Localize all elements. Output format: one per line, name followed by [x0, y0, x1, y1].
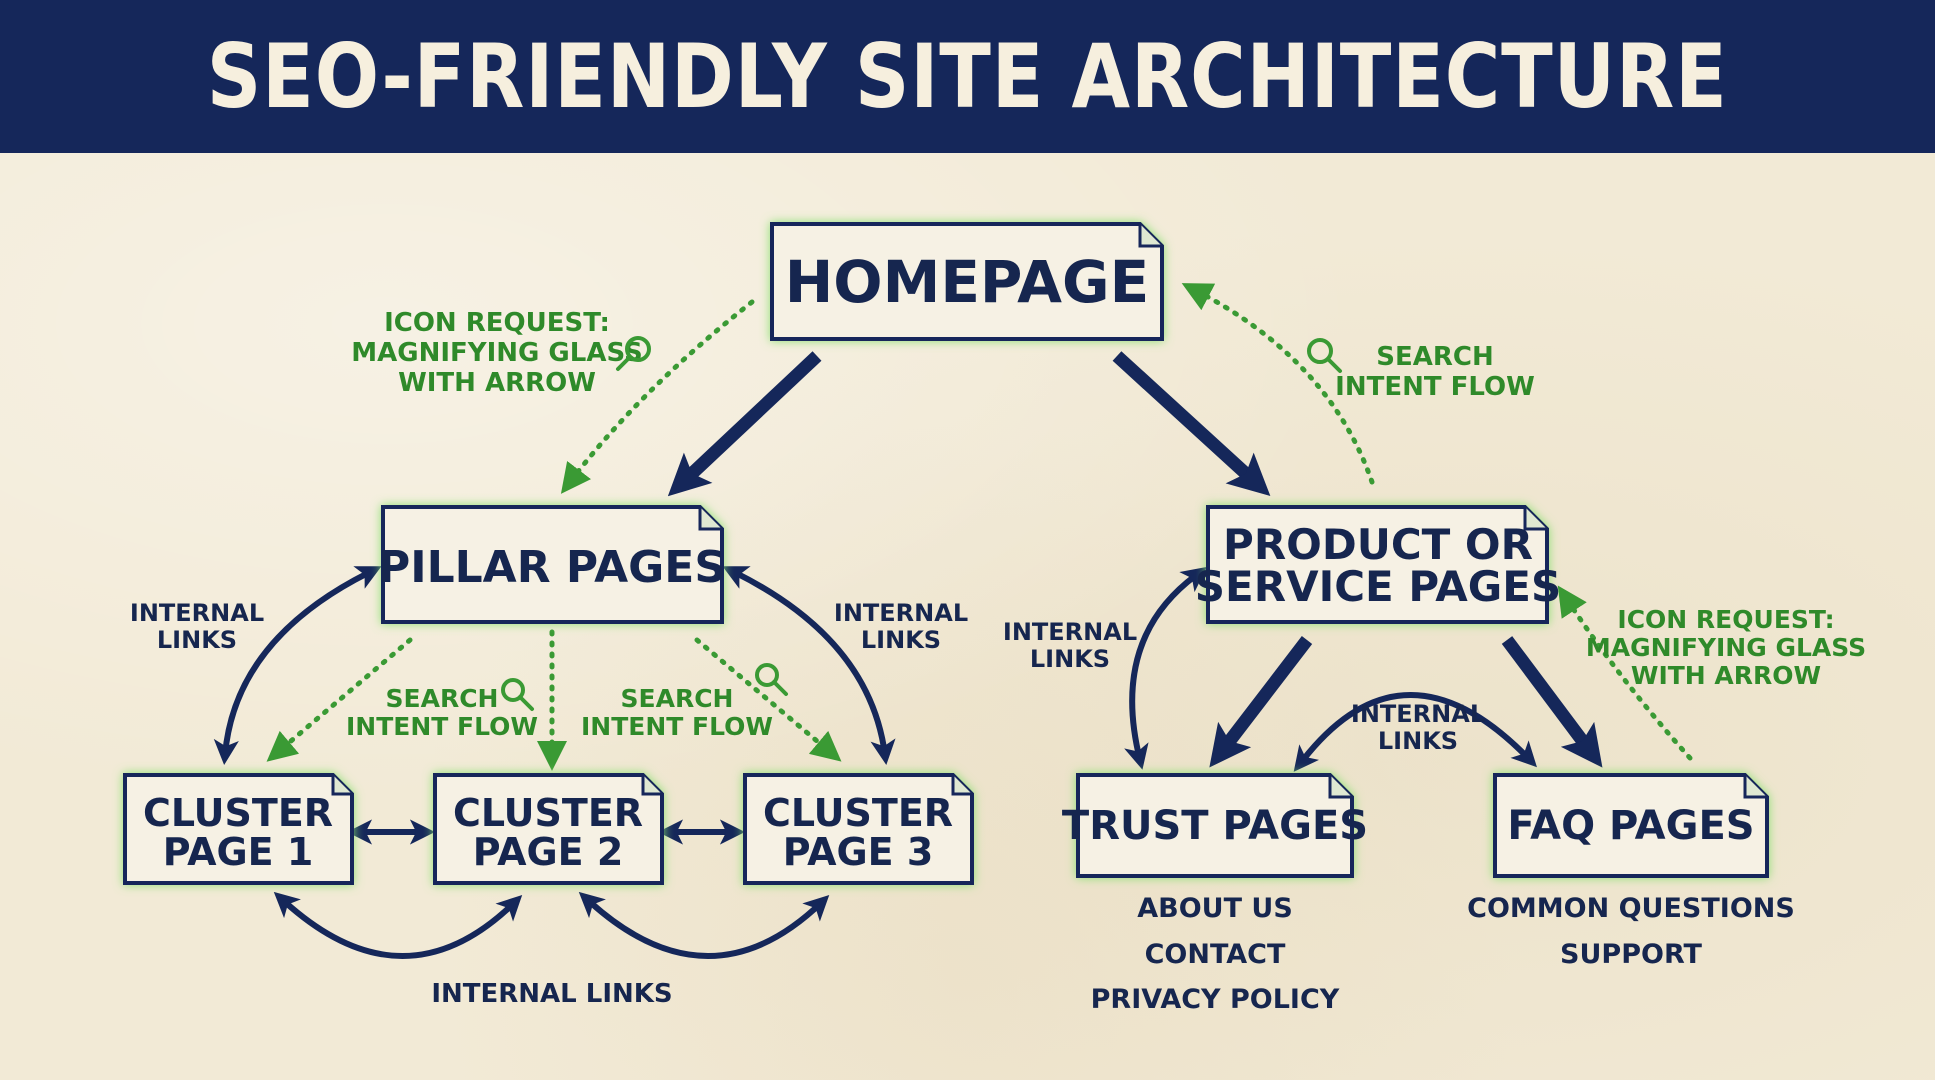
magnifying-glass-icon: [1307, 338, 1342, 373]
svg-text:SEARCH: SEARCH: [386, 684, 499, 713]
curve-cluster1-cluster2-bottom: [273, 891, 523, 959]
arrow-product-to-faq: [1501, 636, 1603, 768]
cluster2-label-line1: CLUSTER: [453, 791, 643, 835]
svg-text:INTERNAL: INTERNAL: [130, 599, 264, 627]
faq-pages-label: FAQ PAGES: [1507, 803, 1754, 849]
cluster2-label-line2: PAGE 2: [473, 830, 624, 874]
header-banner: SEO-FRIENDLY SITE ARCHITECTURE: [0, 0, 1935, 153]
node-faq-pages: FAQ PAGES: [1493, 773, 1769, 878]
search-intent-arrows: [266, 283, 1693, 771]
arrow-product-to-trust: [1209, 636, 1313, 768]
svg-text:INTENT FLOW: INTENT FLOW: [346, 712, 538, 741]
svg-text:ICON REQUEST:: ICON REQUEST:: [1617, 605, 1834, 634]
node-cluster-page-3: CLUSTER PAGE 3: [743, 773, 974, 885]
label-search-intent-top: SEARCH INTENT FLOW: [1335, 342, 1535, 402]
list-item: COMMON QUESTIONS: [1467, 893, 1795, 924]
node-homepage: HOMEPAGE: [770, 222, 1164, 341]
svg-text:SEARCH: SEARCH: [1376, 342, 1493, 372]
arrow-home-to-pillar: [667, 351, 822, 497]
node-pillar-pages: PILLAR PAGES: [378, 505, 726, 624]
node-product-service-pages: PRODUCT OR SERVICE PAGES: [1195, 505, 1561, 624]
dotted-home-to-pillar: [560, 299, 755, 494]
cluster3-label-line1: CLUSTER: [763, 791, 953, 835]
label-search-intent-mid2: SEARCH INTENT FLOW: [581, 684, 773, 741]
magnifying-glass-icon: [755, 663, 788, 696]
curve-trust-faq: [1293, 692, 1537, 772]
node-cluster-page-1: CLUSTER PAGE 1: [123, 773, 354, 885]
cluster1-label-line1: CLUSTER: [143, 791, 333, 835]
node-trust-pages: TRUST PAGES: [1062, 773, 1368, 878]
svg-text:WITH ARROW: WITH ARROW: [1631, 661, 1821, 690]
label-internal-links-pillar-right: INTERNAL LINKS: [834, 599, 968, 654]
cluster1-label-line2: PAGE 1: [163, 830, 314, 874]
curve-cluster2-cluster3-bottom: [578, 891, 830, 959]
curve-pillar-cluster1: [213, 566, 382, 766]
trust-items-list: ABOUT US CONTACT PRIVACY POLICY: [1091, 893, 1340, 1015]
product-label-line2: SERVICE PAGES: [1195, 562, 1561, 611]
page-title: SEO-FRIENDLY SITE ARCHITECTURE: [207, 25, 1728, 128]
svg-text:WITH ARROW: WITH ARROW: [398, 368, 596, 398]
svg-text:INTERNAL: INTERNAL: [1351, 700, 1485, 728]
svg-text:LINKS: LINKS: [1030, 645, 1110, 673]
homepage-label: HOMEPAGE: [785, 248, 1149, 316]
svg-text:SEARCH: SEARCH: [621, 684, 734, 713]
svg-text:MAGNIFYING GLASS: MAGNIFYING GLASS: [351, 338, 643, 368]
svg-text:LINKS: LINKS: [157, 626, 237, 654]
dotted-faq-to-product: [1557, 585, 1693, 761]
svg-text:LINKS: LINKS: [861, 626, 941, 654]
arrow-home-to-product: [1112, 351, 1271, 497]
svg-text:INTERNAL: INTERNAL: [1003, 618, 1137, 646]
list-item: SUPPORT: [1560, 939, 1702, 970]
dotted-pillar-to-cluster3: [694, 637, 842, 762]
label-icon-request-left: ICON REQUEST: MAGNIFYING GLASS WITH ARRO…: [351, 308, 643, 398]
curve-product-trust: [1124, 566, 1208, 770]
svg-text:ICON REQUEST:: ICON REQUEST:: [384, 308, 610, 338]
internal-link-arrows: [213, 566, 1537, 959]
svg-text:INTENT FLOW: INTENT FLOW: [1335, 372, 1535, 402]
svg-text:LINKS: LINKS: [1378, 727, 1458, 755]
list-item: CONTACT: [1145, 939, 1286, 970]
dotted-product-to-home: [1181, 283, 1375, 485]
svg-text:MAGNIFYING GLASS: MAGNIFYING GLASS: [1586, 633, 1866, 662]
label-internal-links-product-left: INTERNAL LINKS: [1003, 618, 1137, 673]
svg-text:INTERNAL: INTERNAL: [834, 599, 968, 627]
main-arrows: [667, 351, 1603, 768]
curve-pillar-cluster3: [722, 566, 896, 765]
dotted-pillar-to-cluster1: [266, 637, 413, 762]
product-label-line1: PRODUCT OR: [1223, 520, 1533, 569]
label-internal-links-trust-faq: INTERNAL LINKS: [1351, 700, 1485, 755]
label-internal-links-bottom: INTERNAL LINKS: [431, 979, 672, 1009]
faq-items-list: COMMON QUESTIONS SUPPORT: [1467, 893, 1795, 970]
label-search-intent-mid1: SEARCH INTENT FLOW: [346, 684, 538, 741]
magnifying-glass-icon: [501, 678, 534, 711]
svg-text:INTENT FLOW: INTENT FLOW: [581, 712, 773, 741]
cluster3-label-line2: PAGE 3: [783, 830, 934, 874]
list-item: ABOUT US: [1137, 893, 1293, 924]
label-internal-links-left: INTERNAL LINKS: [130, 599, 264, 654]
list-item: PRIVACY POLICY: [1091, 984, 1340, 1015]
node-cluster-page-2: CLUSTER PAGE 2: [433, 773, 664, 885]
label-icon-request-right: ICON REQUEST: MAGNIFYING GLASS WITH ARRO…: [1586, 605, 1866, 690]
magnifying-glass-icon: [616, 336, 651, 371]
trust-pages-label: TRUST PAGES: [1062, 803, 1368, 849]
pillar-pages-label: PILLAR PAGES: [378, 542, 726, 593]
